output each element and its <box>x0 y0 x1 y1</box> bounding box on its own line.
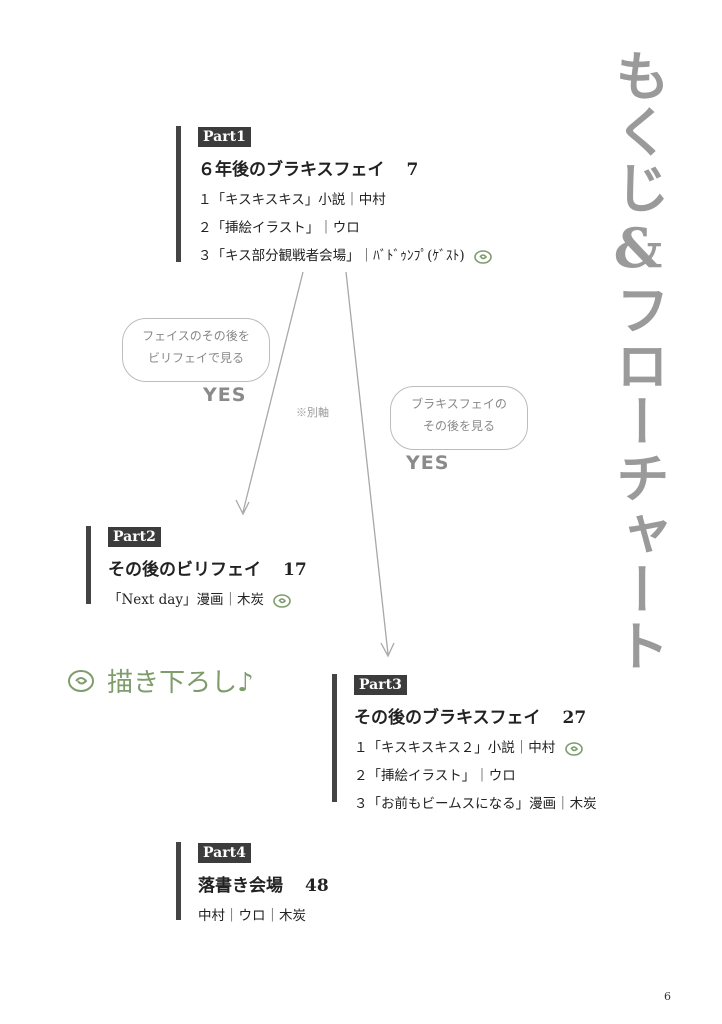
section-title-text: その後のビリフェイ <box>108 560 261 580</box>
alt-axis-note: ※別軸 <box>296 406 329 419</box>
section-part1: Part1 ６年後のブラキスフェイ 7 １「キスキスキス」小説｜中村 ２「挿絵イラ… <box>176 126 493 270</box>
section-title: その後のブラキスフェイ 27 <box>354 703 597 728</box>
section-part2: Part2 その後のビリフェイ 17 「Next day」漫画｜木炭 <box>86 526 307 614</box>
list-item-text: ３「キス部分観戦者会場」｜ﾊﾞﾄﾞｩﾝﾌﾟ(ｹﾞｽﾄ) <box>198 248 465 264</box>
handwritten-text: 描き下ろし♪ <box>107 668 254 698</box>
part-tag: Part4 <box>198 843 251 863</box>
section-title-text: その後のブラキスフェイ <box>354 708 541 728</box>
part-tag: Part2 <box>108 527 161 547</box>
swirl-icon <box>273 593 292 608</box>
list-item: ２「挿絵イラスト」｜ウロ <box>198 220 360 236</box>
part-tag: Part1 <box>198 127 251 147</box>
list-item: 「Next day」漫画｜木炭 <box>108 586 307 614</box>
section-part3: Part3 その後のブラキスフェイ 27 １「キスキスキス２」小説｜中村 ２「挿絵… <box>332 674 597 818</box>
section-title: 落書き会場 48 <box>198 871 329 896</box>
list-item: ２「挿絵イラスト」｜ウロ <box>354 768 516 784</box>
flow-bubble-brad-faith: ブラキスフェイの その後を見る <box>390 386 528 450</box>
list-item: 中村｜ウロ｜木炭 <box>198 908 306 924</box>
bubble-line: その後を見る <box>422 419 495 433</box>
handwritten-note: 描き下ろし♪ <box>66 662 254 699</box>
flow-bubble-billy-faith: フェイスのその後を ビリフェイで見る <box>122 318 270 382</box>
section-bar <box>86 526 91 604</box>
section-page-number: 17 <box>283 560 307 580</box>
swirl-icon <box>68 669 94 692</box>
bubble-line: フェイスのその後を <box>142 329 250 343</box>
section-part4: Part4 落書き会場 48 中村｜ウロ｜木炭 <box>176 842 329 930</box>
bubble-line: ビリフェイで見る <box>147 351 244 365</box>
list-item: ３「お前もビームスになる」漫画｜木炭 <box>354 796 597 812</box>
arrow-head-part2 <box>235 499 250 516</box>
arrow-to-part3 <box>345 271 389 655</box>
arrow-head-part3 <box>380 642 395 658</box>
list-item: ３「キス部分観戦者会場」｜ﾊﾞﾄﾞｩﾝﾌﾟ(ｹﾞｽﾄ) <box>198 242 493 270</box>
section-bar <box>176 126 181 262</box>
yes-label: YES <box>203 384 247 406</box>
section-page-number: 27 <box>562 708 587 728</box>
list-item: １「キスキスキス２」小説｜中村 <box>354 734 597 762</box>
section-title-text: 落書き会場 <box>198 876 283 896</box>
list-item: １「キスキスキス」小説｜中村 <box>198 192 386 208</box>
arrow-to-part2 <box>242 271 304 513</box>
list-item-text: 「Next day」漫画｜木炭 <box>108 592 264 608</box>
swirl-icon <box>564 741 583 756</box>
page-title: もくじ&フローチャート <box>606 48 670 674</box>
part-tag: Part3 <box>354 675 407 695</box>
page-number: 6 <box>664 990 671 1003</box>
section-title: その後のビリフェイ 17 <box>108 555 307 580</box>
section-title-text: ６年後のブラキスフェイ <box>198 160 385 180</box>
section-bar <box>332 674 337 802</box>
yes-label: YES <box>406 452 450 474</box>
section-page-number: 48 <box>305 876 329 896</box>
section-bar <box>176 842 181 920</box>
bubble-line: ブラキスフェイの <box>411 397 507 411</box>
swirl-icon <box>474 249 492 264</box>
list-item-text: １「キスキスキス２」小説｜中村 <box>354 740 556 756</box>
section-title: ６年後のブラキスフェイ 7 <box>198 155 493 180</box>
section-page-number: 7 <box>406 160 419 180</box>
